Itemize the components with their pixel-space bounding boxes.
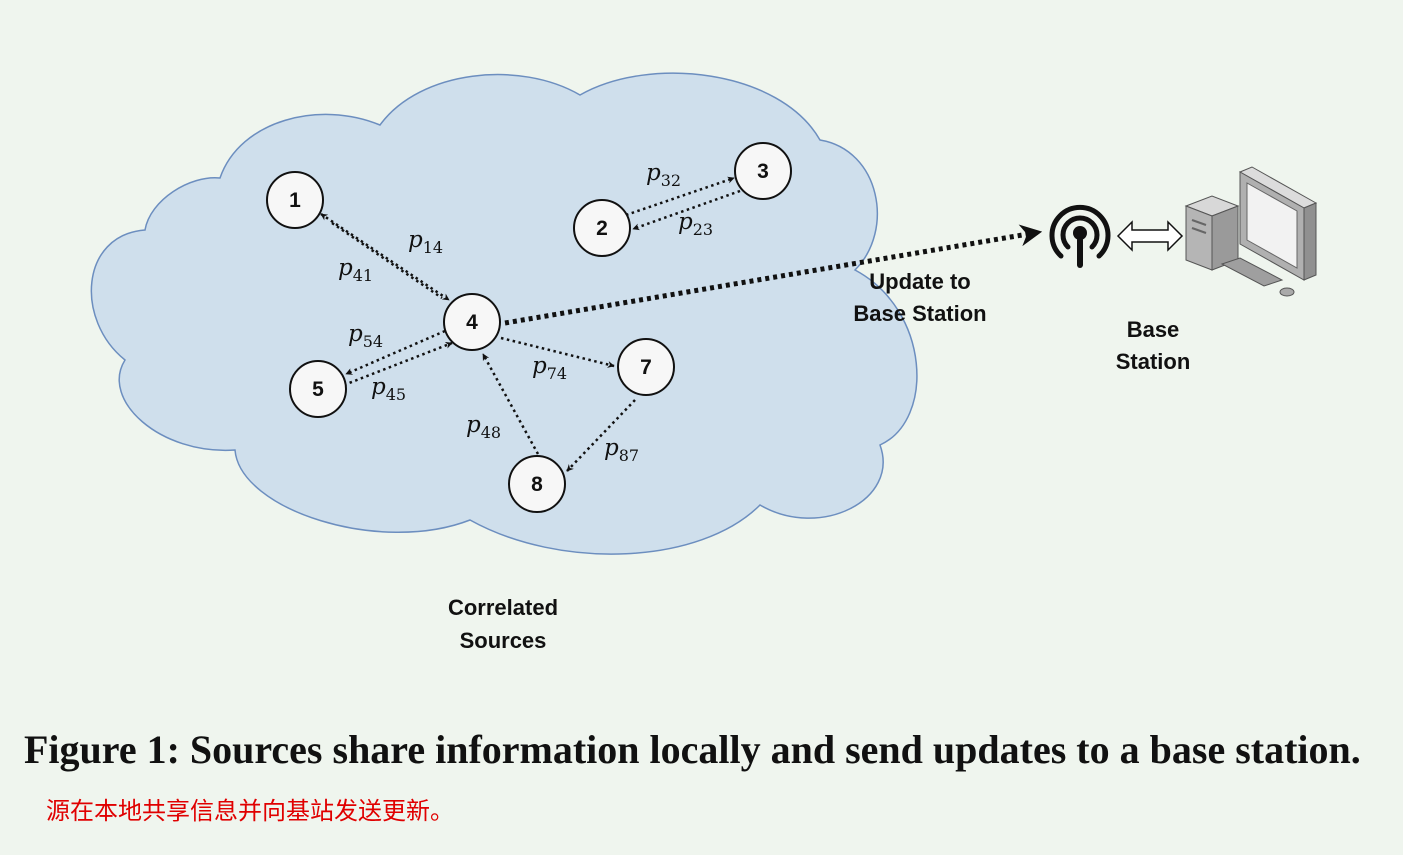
edge-label-p32: p32 xyxy=(646,160,681,190)
edges xyxy=(320,176,741,472)
edge-label-p87: p87 xyxy=(604,435,639,465)
node-7: 7 xyxy=(617,338,675,396)
diagram-canvas: 1 2 3 4 5 7 8 p14 p41 p32 p23 p54 p45 p7… xyxy=(90,72,1318,653)
edge-3-2 xyxy=(632,189,741,231)
caption-translation: 源在本地共享信息并向基站发送更新。 xyxy=(46,797,454,825)
computer-icon xyxy=(1184,166,1318,297)
node-3: 3 xyxy=(734,142,792,200)
edge-1-4-return xyxy=(331,221,443,300)
edge-label-p48: p48 xyxy=(466,412,501,442)
node-8: 8 xyxy=(508,455,566,513)
edge-label-p74: p74 xyxy=(532,353,567,383)
svg-text:3: 3 xyxy=(757,160,769,183)
node-2: 2 xyxy=(573,199,631,257)
edge-label-p54: p54 xyxy=(348,321,383,351)
svg-text:4: 4 xyxy=(466,311,478,334)
edge-label-p23: p23 xyxy=(678,209,713,239)
base-station-label-line2: Station xyxy=(1116,349,1191,374)
edge-label-p45: p45 xyxy=(371,374,406,404)
edge-4-7 xyxy=(500,336,615,368)
edge-7-8 xyxy=(566,399,636,472)
cloud-label-line1: Correlated xyxy=(448,595,558,620)
update-label-line1: Update to xyxy=(869,269,970,294)
update-label-line2: Base Station xyxy=(853,301,986,326)
svg-text:1: 1 xyxy=(289,189,301,212)
svg-text:7: 7 xyxy=(640,356,652,379)
svg-text:8: 8 xyxy=(531,473,543,496)
uplink-arrow xyxy=(504,224,1043,326)
node-1: 1 xyxy=(266,171,324,229)
edge-1-4 xyxy=(320,212,450,302)
node-4: 4 xyxy=(443,293,501,351)
svg-text:5: 5 xyxy=(312,378,324,401)
edge-label-p14: p14 xyxy=(408,227,443,257)
double-arrow-icon xyxy=(1116,220,1184,252)
edge-8-4 xyxy=(481,353,540,455)
edge-5-4 xyxy=(343,341,453,387)
base-station-label-line1: Base xyxy=(1127,317,1180,342)
svg-text:2: 2 xyxy=(596,217,608,240)
antenna-icon xyxy=(1049,205,1111,268)
cloud-label-line2: Sources xyxy=(460,628,547,653)
figure-caption: Figure 1: Sources share information loca… xyxy=(24,722,1384,839)
edge-2-3 xyxy=(625,176,735,217)
edge-label-p41: p41 xyxy=(338,255,373,285)
caption-text: Figure 1: Sources share information loca… xyxy=(24,727,1361,772)
node-5: 5 xyxy=(289,360,347,418)
cloud-shape xyxy=(90,72,918,555)
